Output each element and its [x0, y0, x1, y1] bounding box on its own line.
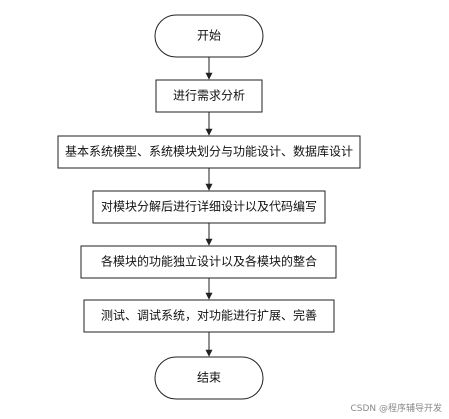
- step-2-label: 基本系统模型、系统模块划分与功能设计、数据库设计: [65, 144, 353, 159]
- start-label: 开始: [197, 29, 221, 43]
- step-5-label: 测试、调试系统，对功能进行扩展、完善: [101, 308, 317, 323]
- step-2-box: [57, 135, 361, 169]
- step-3-box: [92, 190, 326, 224]
- end-label: 结束: [197, 371, 221, 385]
- step-4-box: [80, 245, 337, 279]
- step-4-label: 各模块的功能独立设计以及各模块的整合: [101, 254, 317, 269]
- step-3-label: 对模块分解后进行详细设计以及代码编写: [101, 199, 317, 214]
- step-1-box: [155, 79, 263, 113]
- step-5-box: [83, 299, 335, 333]
- end-terminator: [154, 356, 264, 400]
- watermark: CSDN @程序辅导开发: [350, 404, 442, 414]
- step-1-label: 进行需求分析: [173, 89, 245, 103]
